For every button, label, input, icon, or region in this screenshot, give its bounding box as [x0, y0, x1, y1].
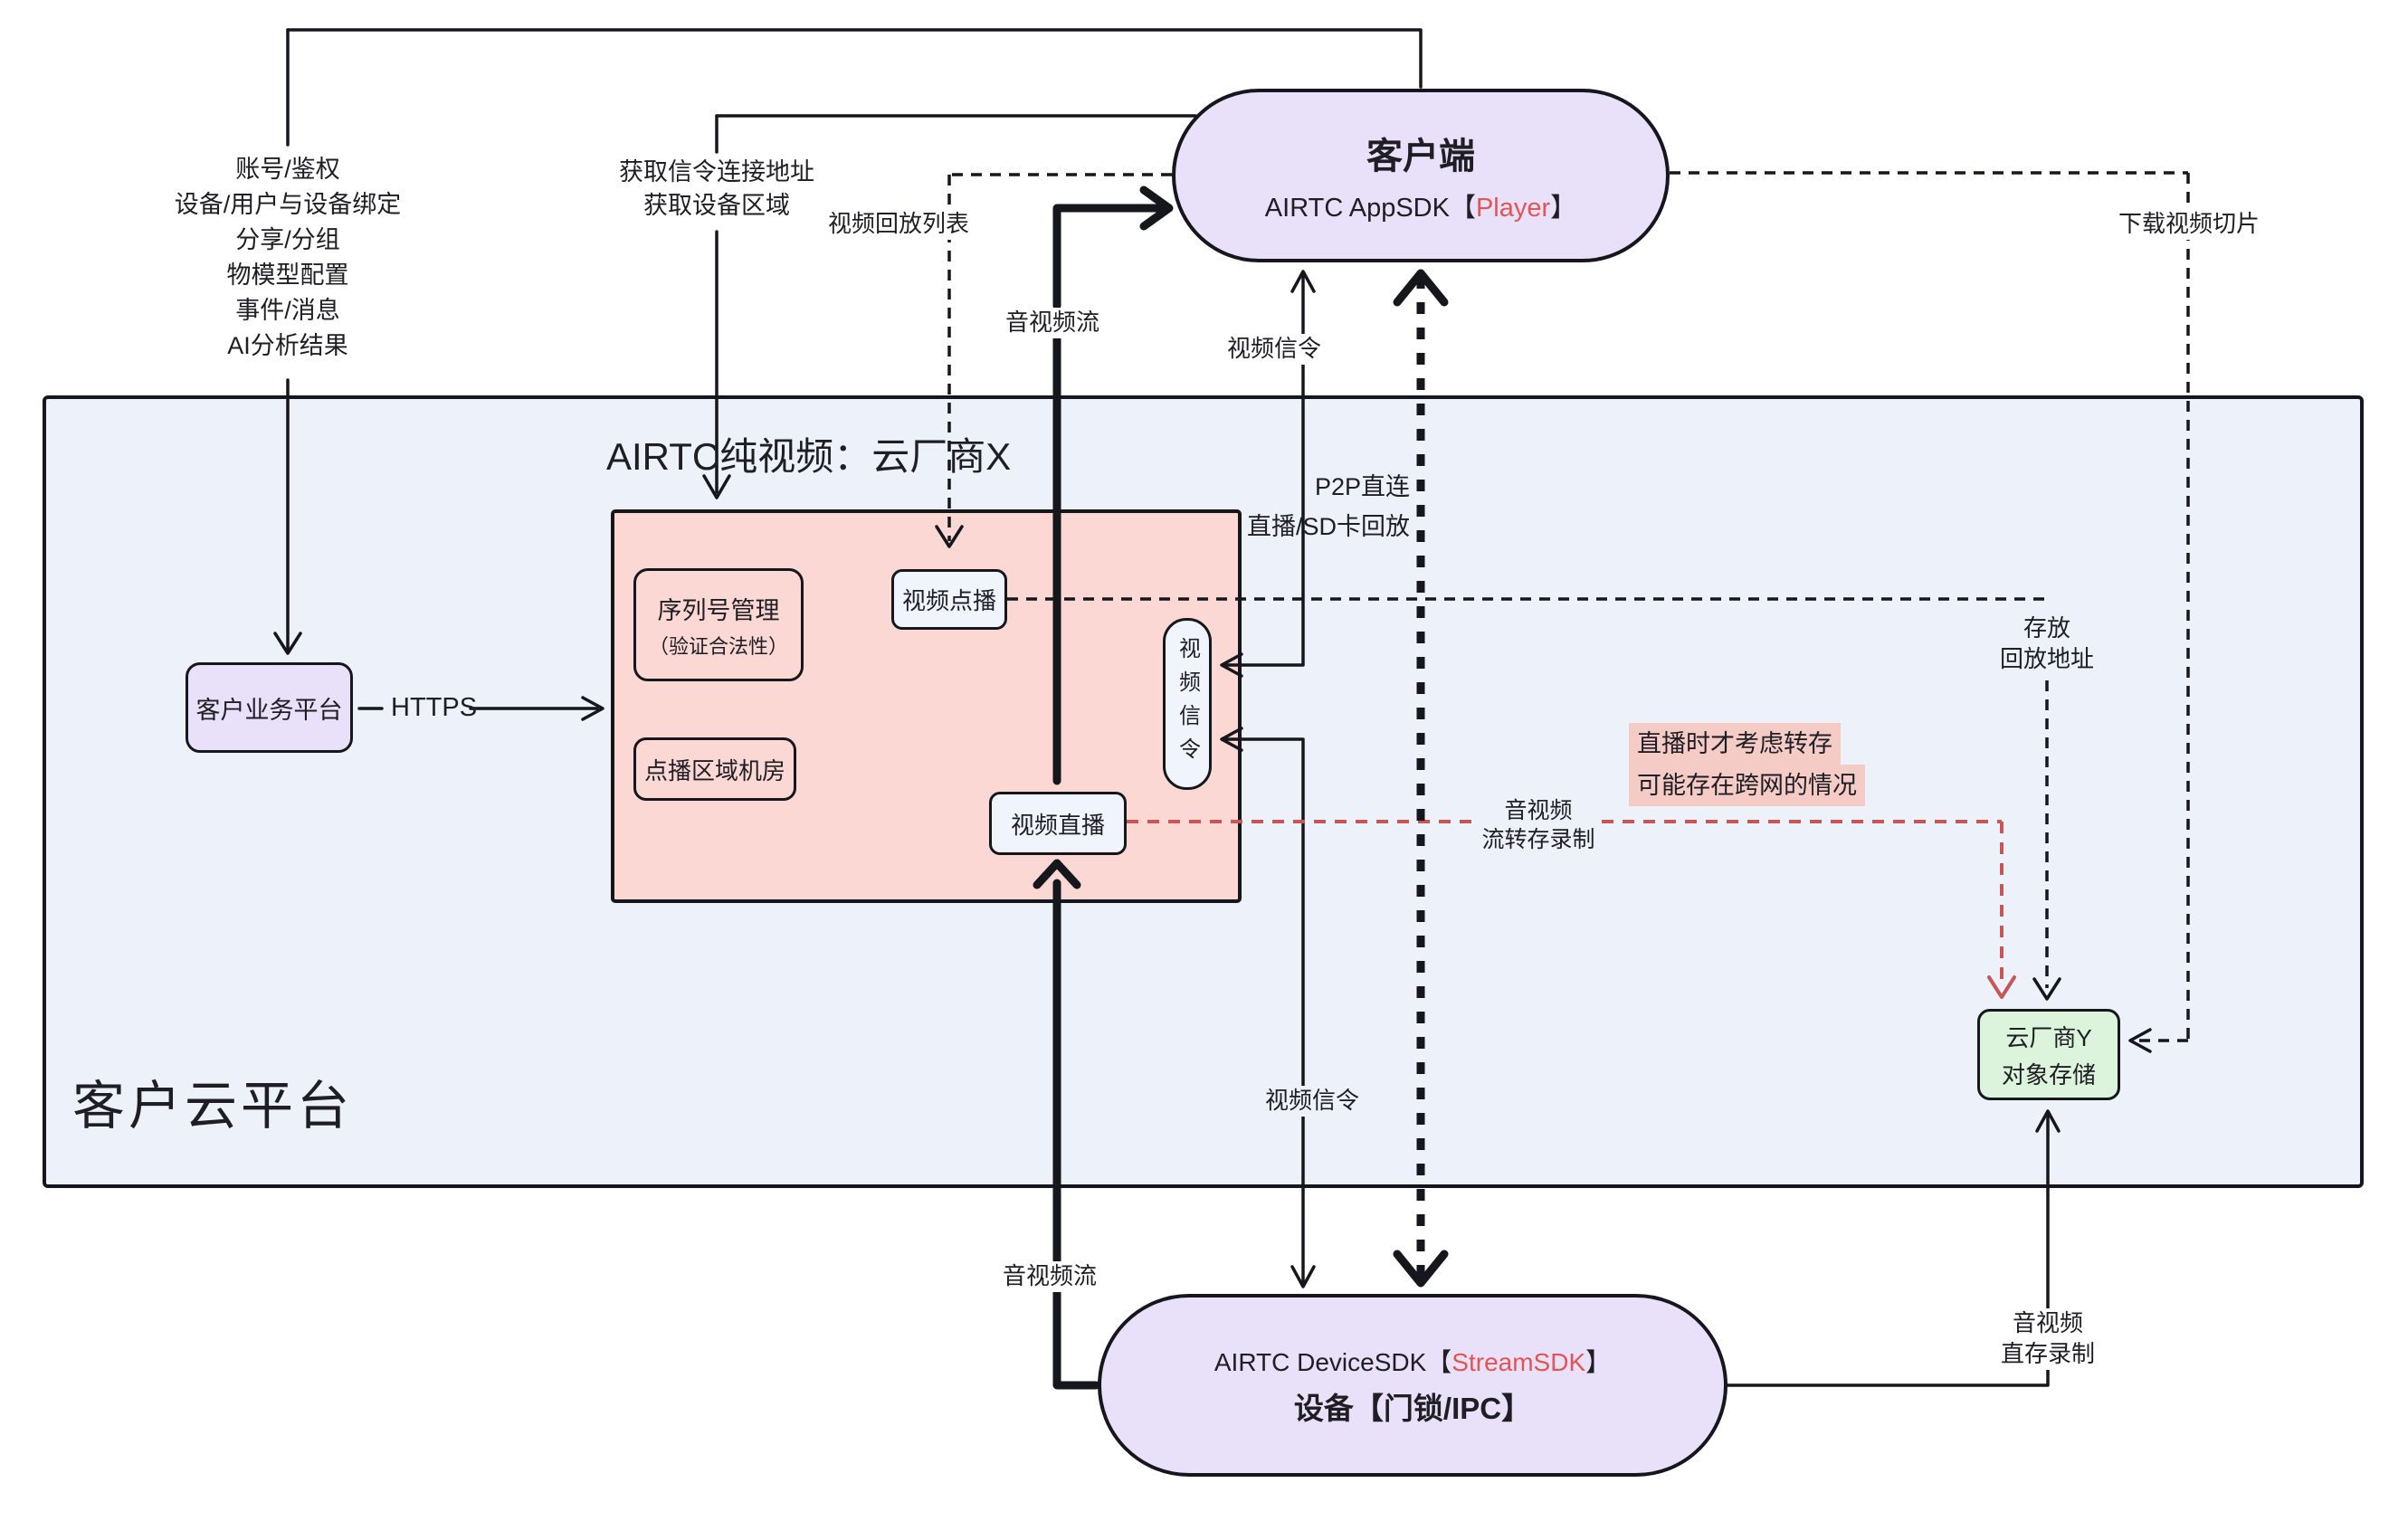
transfer-record-label1: 音视频 [1498, 796, 1579, 826]
device-sdk-label: AIRTC DeviceSDK【StreamSDK】 [1214, 1348, 1612, 1376]
object-storage-box: 云厂商Y 对象存储 [1977, 1009, 2120, 1100]
transfer-note: 直播时才考虑转存 可能存在跨网的情况 [1629, 723, 1865, 806]
vod-region-room-label: 点播区域机房 [643, 756, 785, 784]
list-item: 事件/消息 [235, 297, 340, 324]
get-signal-line1: 获取信令连接地址 [619, 158, 814, 185]
p2p-line2: 直播/SD卡回放 [1246, 513, 1410, 540]
av-stream-top-label: 音视频流 [998, 308, 1107, 338]
object-storage-label2: 对象存储 [2001, 1060, 2096, 1088]
device-title: 设备【门锁/IPC】 [1293, 1392, 1532, 1425]
vod-service-box: 视频点播 [891, 569, 1007, 630]
get-signal-address-label: 获取信令连接地址 获取设备区域 [619, 156, 814, 223]
av-stream-bottom-label: 音视频流 [995, 1261, 1104, 1292]
list-item: 账号/鉴权 [235, 156, 340, 183]
signal-service-box: 视频信令 [1163, 618, 1212, 790]
business-platform-box: 客户业务平台 [186, 662, 353, 753]
note-line1: 直播时才考虑转存 [1629, 723, 1841, 765]
vod-service-label: 视频点播 [901, 587, 996, 614]
note-line2: 可能存在跨网的情况 [1629, 765, 1865, 806]
object-storage-label1: 云厂商Y [2005, 1023, 2092, 1051]
device-node: AIRTC DeviceSDK【StreamSDK】 设备【门锁/IPC】 [1098, 1294, 1727, 1477]
direct-store-label2: 直存录制 [1994, 1339, 2102, 1370]
vendor-x-title: AIRTC纯视频：云厂商X [606, 435, 1012, 478]
transfer-record-label2: 流转存录制 [1475, 825, 1602, 855]
list-item: 物模型配置 [226, 261, 349, 289]
list-item: 设备/用户与设备绑定 [174, 191, 402, 218]
video-signal-bottom-label: 视频信令 [1258, 1086, 1366, 1117]
serial-number-sublabel: （验证合法性） [648, 634, 788, 658]
get-signal-line2: 获取设备区域 [643, 192, 790, 219]
store-address-label2: 回放地址 [1993, 644, 2101, 675]
playback-list-label: 视频回放列表 [821, 209, 976, 240]
direct-store-label1: 音视频 [2005, 1308, 2090, 1339]
vod-region-room-box: 点播区域机房 [633, 737, 796, 801]
business-platform-label: 客户业务平台 [195, 696, 343, 724]
list-item: AI分析结果 [227, 332, 348, 359]
client-title: 客户端 [1366, 137, 1475, 176]
list-item: 分享/分组 [235, 226, 340, 253]
serial-number-box: 序列号管理 （验证合法性） [633, 568, 804, 681]
live-service-box: 视频直播 [989, 792, 1127, 855]
p2p-label: P2P直连 直播/SD卡回放 [1247, 467, 1410, 547]
client-sdk-label: AIRTC AppSDK【Player】 [1264, 194, 1577, 223]
client-node: 客户端 AIRTC AppSDK【Player】 [1172, 89, 1670, 262]
signal-service-label: 视频信令 [1175, 637, 1200, 771]
p2p-line1: P2P直连 [1314, 473, 1410, 500]
live-service-label: 视频直播 [1010, 811, 1105, 839]
cloud-platform-title: 客户云平台 [72, 1077, 354, 1136]
download-slice-label: 下载视频切片 [2111, 209, 2267, 240]
video-signal-top-label: 视频信令 [1220, 334, 1328, 365]
serial-number-label: 序列号管理 [657, 596, 780, 624]
https-label: HTTPS [391, 693, 478, 722]
account-auth-list: 账号/鉴权 设备/用户与设备绑定 分享/分组 物模型配置 事件/消息 AI分析结… [175, 152, 402, 364]
store-address-label1: 存放 [2016, 613, 2078, 644]
